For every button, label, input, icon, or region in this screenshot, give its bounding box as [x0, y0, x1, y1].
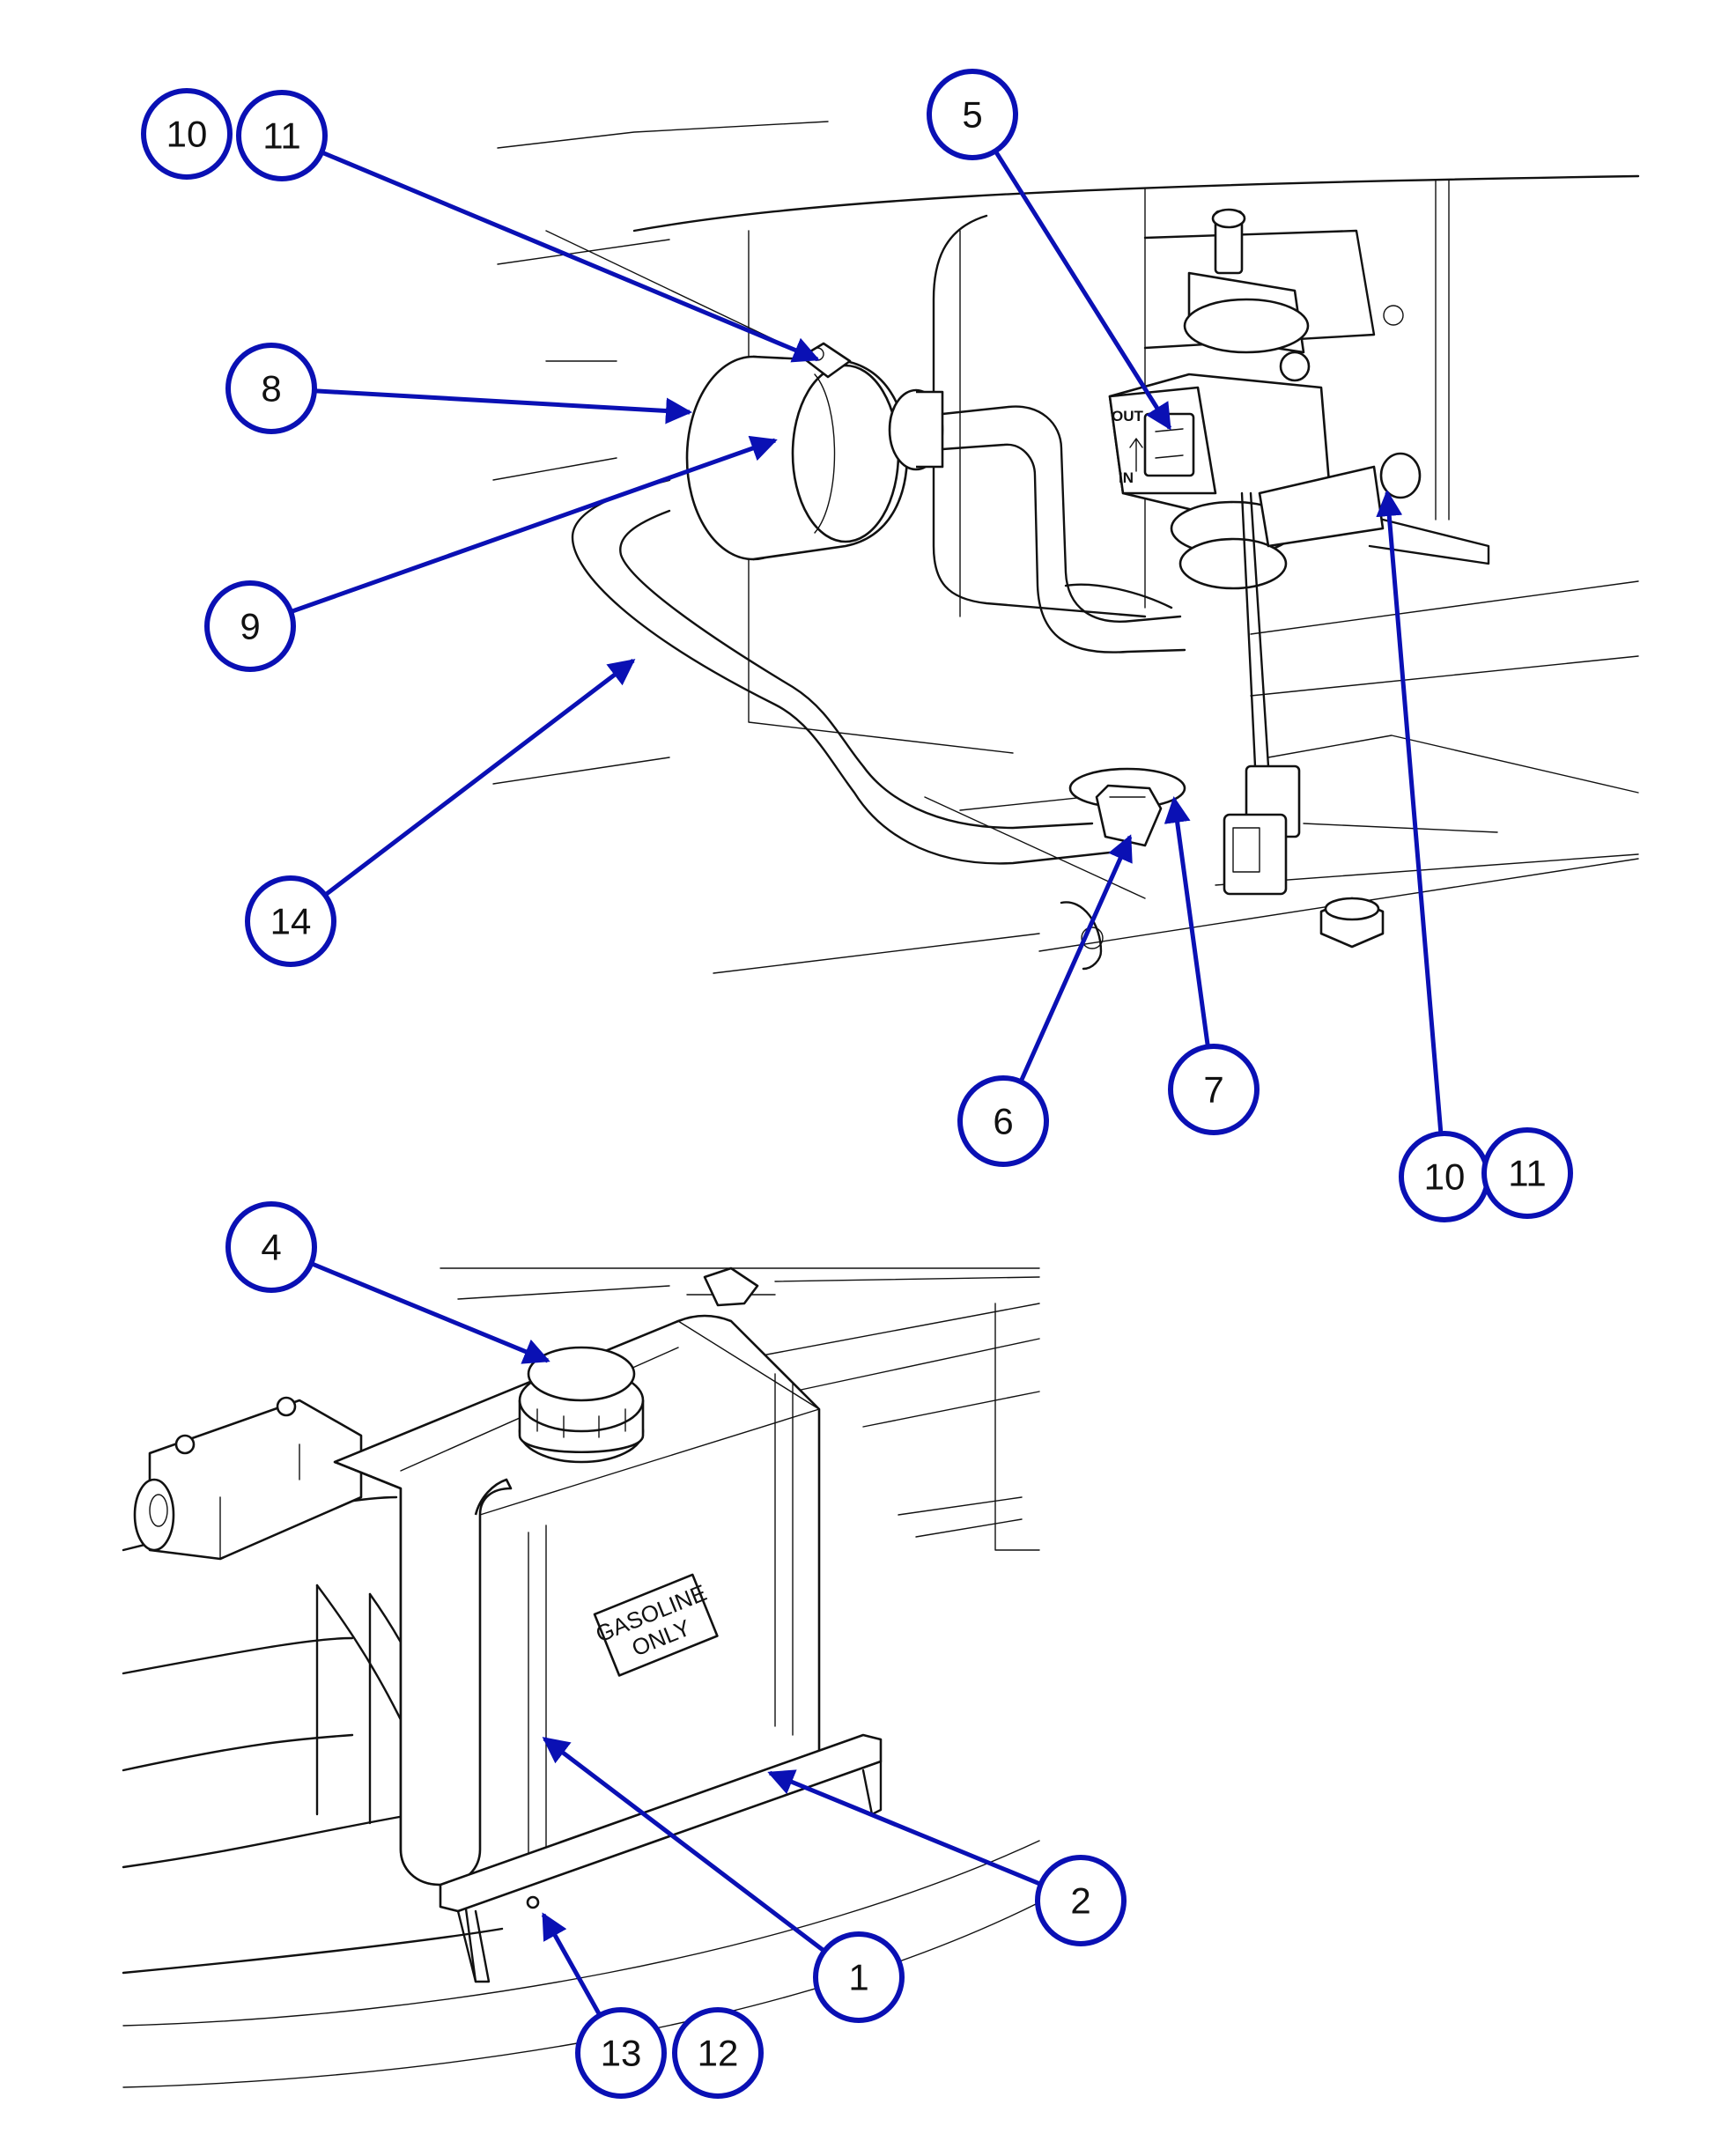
callout-circle [957, 1075, 1049, 1167]
callout-leader-arrow [310, 1261, 550, 1364]
callout-number: 4 [261, 1227, 281, 1268]
callout-number: 11 [262, 115, 301, 157]
callout-leader-arrow [993, 150, 1172, 431]
fuel-pump: OUT IN [1108, 208, 1422, 896]
callout-1: 1 [542, 1737, 905, 2023]
callout-10: 10 [141, 88, 233, 180]
callout-leader-arrow [323, 659, 636, 897]
callout-leader-arrow [321, 150, 820, 363]
callout-number: 11 [1508, 1153, 1547, 1194]
callout-number: 8 [261, 368, 281, 410]
callout-number: 1 [848, 1957, 868, 1998]
callout-9: 9 [204, 435, 778, 672]
callout-number: 13 [601, 2033, 642, 2074]
callout-leader-arrow [290, 435, 778, 615]
pump-out-label: OUT [1112, 408, 1144, 425]
callout-7: 7 [1164, 796, 1260, 1135]
callout-number: 10 [1424, 1156, 1466, 1198]
callout-circle [225, 1201, 317, 1293]
callout-circle [245, 875, 336, 967]
callout-2: 2 [767, 1769, 1127, 1946]
callout-leader-arrow [1164, 796, 1210, 1047]
callout-circle [225, 343, 317, 434]
callout-number: 14 [270, 901, 312, 942]
callout-10: 10 [1376, 490, 1490, 1222]
callout-14: 14 [245, 659, 636, 967]
callout-number: 7 [1203, 1069, 1223, 1111]
pump-in-label: IN [1119, 469, 1134, 486]
fuel-filter [685, 342, 944, 561]
callout-12: 12 [672, 2007, 764, 2099]
callout-number: 12 [698, 2033, 739, 2074]
callout-number: 6 [993, 1101, 1013, 1142]
callout-11: 11 [236, 90, 820, 363]
callout-6: 6 [957, 834, 1133, 1167]
callout-leader-arrow [541, 1912, 602, 2017]
callout-number: 9 [240, 606, 260, 647]
callout-circle [1035, 1855, 1127, 1946]
callout-leader-arrow [1376, 490, 1444, 1134]
callout-circle [141, 88, 233, 180]
callout-circle [236, 90, 328, 181]
callout-8: 8 [225, 343, 692, 434]
callout-layer: 10 11 5 8 9 14 6 7 10 11 4 2 1 13 12 [141, 69, 1573, 2099]
callout-4: 4 [225, 1201, 550, 1364]
callout-circle [204, 580, 296, 672]
callout-circle [927, 69, 1018, 160]
callout-number: 5 [962, 94, 982, 136]
callout-circle [575, 2007, 667, 2099]
callout-leader-arrow [314, 388, 692, 425]
callout-5: 5 [927, 69, 1172, 431]
callout-circle [672, 2007, 764, 2099]
callout-13: 13 [541, 1912, 667, 2099]
callout-11: 11 [1481, 1127, 1573, 1219]
callout-circle [1168, 1044, 1260, 1135]
callout-number: 10 [166, 114, 208, 155]
callout-leader-arrow [767, 1769, 1042, 1886]
callout-leader-arrow [1018, 834, 1133, 1083]
callout-leader-arrow [542, 1737, 826, 1953]
fuel-pump-assembly-view: OUT IN [492, 121, 1640, 974]
filler-cap [518, 1346, 645, 1464]
callout-number: 2 [1070, 1880, 1090, 1922]
fuel-tank: GASOLINE ONLY [333, 1314, 821, 1886]
callout-circle [813, 1931, 905, 2023]
callout-circle [1481, 1127, 1573, 1219]
